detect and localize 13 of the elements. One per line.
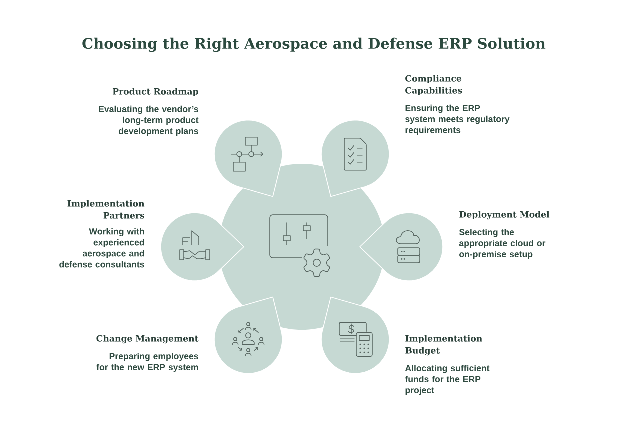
description: Evaluating the vendor’s long-term product development plans	[99, 106, 199, 136]
description: Ensuring the ERP system meets regulatory requirements	[406, 104, 510, 136]
heading: Implementation Budget	[406, 335, 482, 356]
heading: Product Roadmap	[112, 88, 198, 97]
heading: Implementation Partners	[68, 200, 145, 219]
description: Selecting the appropriate cloud or on-premise setup	[459, 229, 546, 260]
description: Working with experienced aerospace and defense consultants	[60, 228, 144, 268]
description: Allocating sufficient funds for the ERP project	[405, 365, 490, 396]
heading: Compliance Capabilities	[406, 75, 462, 96]
heading: Change Management	[96, 335, 199, 344]
description: Preparing employees for the new ERP system	[96, 353, 198, 372]
title: Choosing the Right Aerospace and Defense ERP Solution	[82, 38, 546, 52]
heading: Deployment Model	[460, 211, 550, 220]
